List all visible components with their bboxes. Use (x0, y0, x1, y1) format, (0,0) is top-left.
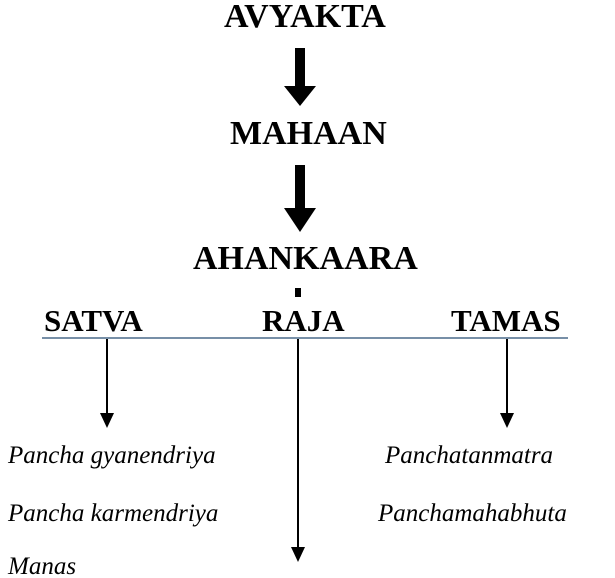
branch-tamas: TAMAS (451, 303, 561, 338)
leaf-manas: Manas (8, 553, 77, 578)
arrow-avyakta-to-mahaan (284, 48, 316, 106)
leaf-pancha-gyanendriya: Pancha gyanendriya (8, 442, 216, 469)
arrow-mahaan-to-ahankaara (284, 165, 316, 232)
node-avyakta: AVYAKTA (224, 0, 386, 35)
ahankaara-connector-stub (295, 288, 301, 297)
tamas-arrowhead (500, 413, 514, 428)
branch-raja: RAJA (262, 303, 345, 338)
node-ahankaara: AHANKAARA (193, 240, 418, 277)
node-mahaan: MAHAAN (230, 115, 387, 152)
leaf-panchamahabhuta: Panchamahabhuta (378, 500, 567, 527)
raja-arrowhead (291, 547, 305, 562)
branch-satva: SATVA (44, 303, 143, 338)
leaf-pancha-karmendriya: Pancha karmendriya (8, 500, 219, 527)
satva-arrowhead (100, 413, 114, 428)
leaf-panchatanmatra: Panchatanmatra (385, 442, 554, 469)
